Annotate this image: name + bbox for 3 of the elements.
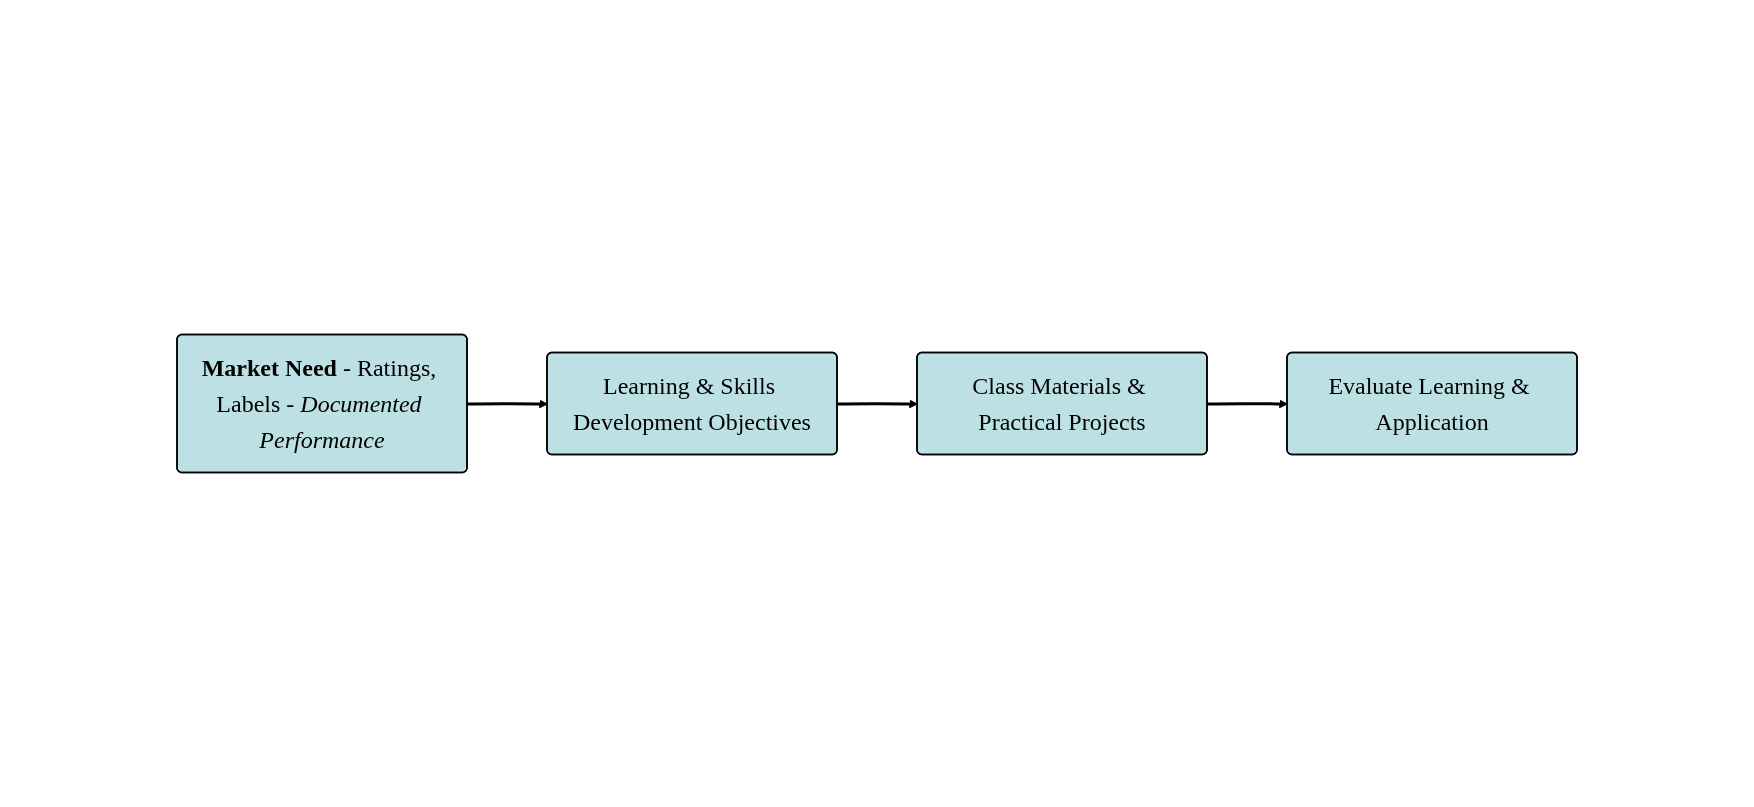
- arrow: [467, 399, 548, 409]
- arrow: [1207, 399, 1288, 409]
- arrow: [837, 399, 918, 409]
